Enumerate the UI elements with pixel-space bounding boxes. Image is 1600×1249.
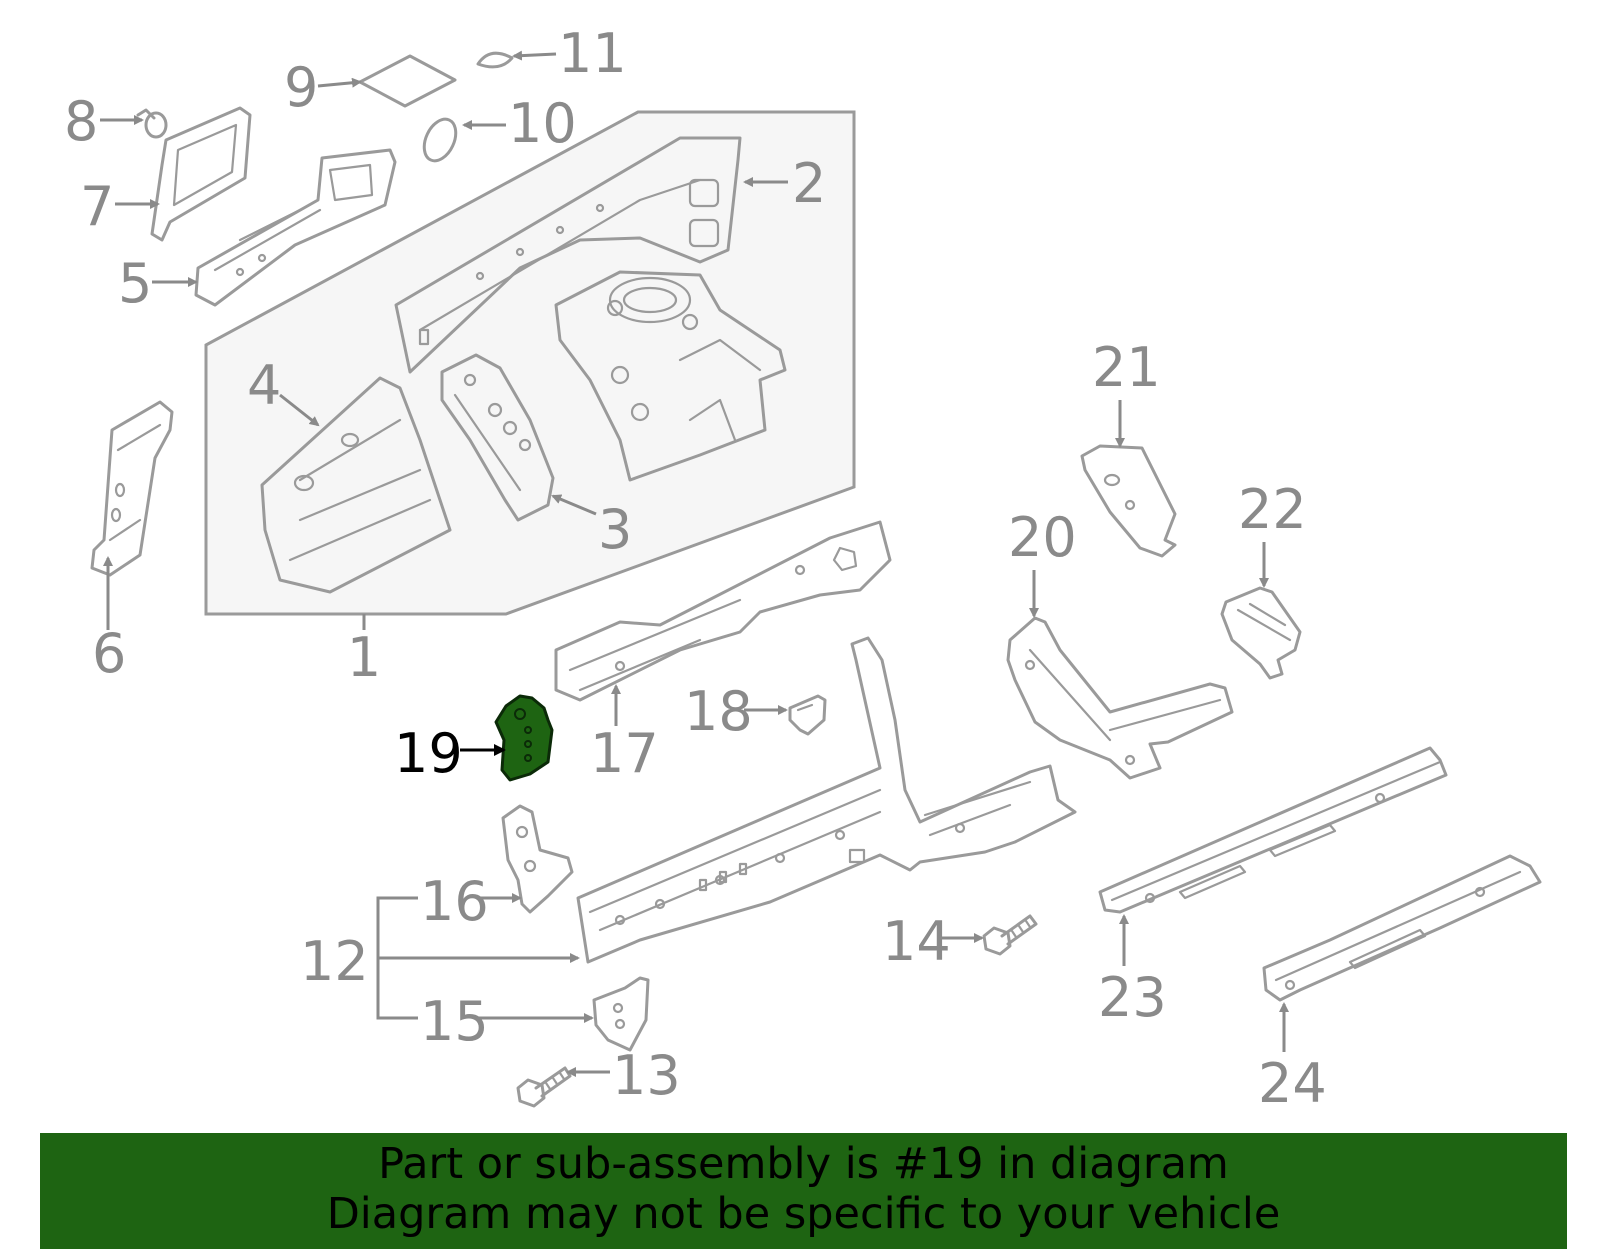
callout-13: 13: [612, 1044, 681, 1107]
part-22-shape: [1220, 586, 1302, 680]
callout-24: 24: [1258, 1052, 1327, 1115]
callout-1: 1: [347, 626, 381, 689]
assembly-group-outline: [204, 110, 856, 616]
callout-15: 15: [420, 990, 489, 1053]
callout-17: 17: [590, 722, 659, 785]
callout-4: 4: [247, 354, 281, 417]
callout-8: 8: [64, 90, 98, 153]
part-23-shape: [1098, 746, 1448, 914]
callout-2: 2: [792, 152, 826, 215]
part-3-shape: [440, 353, 555, 522]
callout-23: 23: [1098, 966, 1167, 1029]
part-2-shape: [394, 136, 742, 374]
part-21-shape: [1080, 444, 1177, 558]
part-24-shape: [1262, 854, 1542, 1002]
callout-19[interactable]: 19: [394, 722, 463, 785]
callout-10: 10: [508, 92, 577, 155]
part-16-shape: [501, 804, 574, 914]
leader-lines: [100, 50, 1289, 1077]
callout-16: 16: [420, 870, 489, 933]
callout-labels: 1 2 3 4 5 6 7 8 9 10 11 12 13 14 15 16 1…: [64, 22, 1327, 1115]
part-13-shape: [516, 1066, 572, 1108]
banner-line-1: Part or sub-assembly is #19 in diagram: [378, 1139, 1229, 1189]
part-8-shape: [136, 108, 168, 139]
callout-18: 18: [684, 680, 753, 743]
callout-6: 6: [92, 622, 126, 685]
callout-9: 9: [284, 56, 318, 119]
part-12-shape: [576, 636, 1077, 964]
part-19-shape[interactable]: [494, 694, 554, 782]
part-5-shape: [194, 148, 397, 307]
callout-21: 21: [1092, 336, 1161, 399]
part-7-shape: [150, 106, 252, 242]
info-banner: Part or sub-assembly is #19 in diagram D…: [40, 1133, 1567, 1249]
strut-tower-shape: [554, 270, 787, 482]
part-18-shape: [788, 694, 827, 736]
banner-line-2: Diagram may not be specific to your vehi…: [326, 1189, 1281, 1239]
part-10-shape: [422, 117, 458, 163]
callout-5: 5: [118, 252, 152, 315]
part-9-shape: [358, 54, 457, 108]
callout-7: 7: [80, 175, 114, 238]
callout-14: 14: [882, 910, 951, 973]
callout-22: 22: [1238, 478, 1307, 541]
callout-11: 11: [558, 22, 627, 85]
part-4-shape: [260, 376, 452, 594]
callout-3: 3: [598, 498, 632, 561]
callout-20: 20: [1008, 506, 1077, 569]
callout-12: 12: [300, 930, 369, 993]
part-14-shape: [982, 914, 1038, 956]
part-6-shape: [90, 400, 174, 577]
part-15-shape: [592, 976, 650, 1052]
part-17-shape: [554, 520, 892, 702]
part-20-shape: [1006, 616, 1234, 780]
part-11-shape: [476, 51, 514, 69]
